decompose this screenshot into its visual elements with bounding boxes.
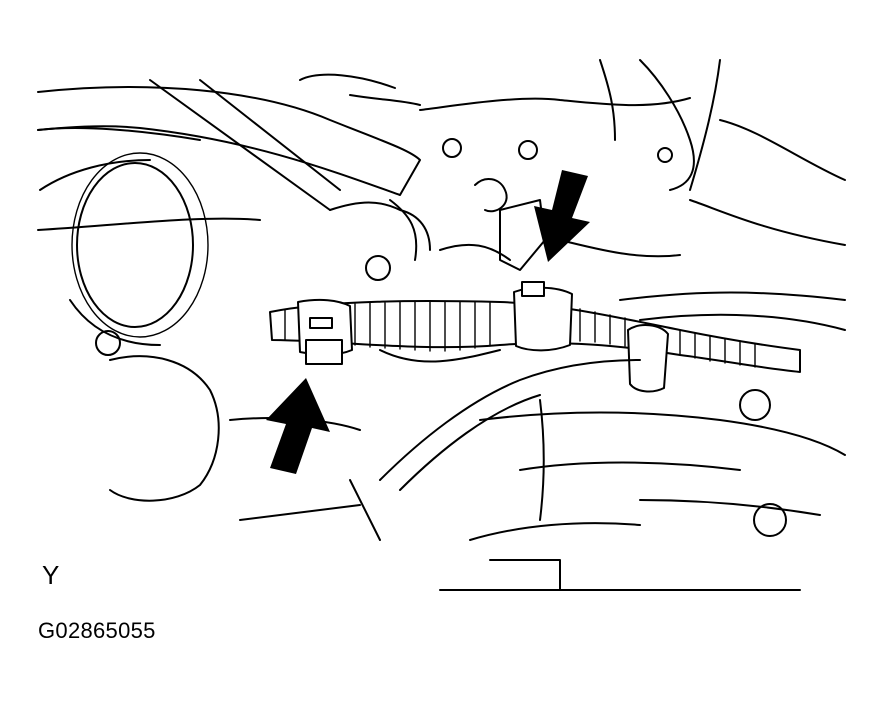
clamp-arrow-lower	[266, 378, 330, 474]
lower-parts	[95, 330, 846, 591]
view-label: Y	[42, 560, 60, 590]
harness-clamp-left	[297, 298, 353, 365]
clamp-arrow-upper	[534, 170, 590, 262]
figure-code: G02865055	[38, 618, 156, 643]
harness-clamp-right	[513, 281, 573, 352]
harness-clamp-far-right	[627, 324, 669, 393]
engine-block	[329, 178, 846, 331]
upper-right-bracket	[419, 59, 846, 246]
round-port	[39, 152, 209, 346]
upper-hoses	[37, 73, 421, 231]
